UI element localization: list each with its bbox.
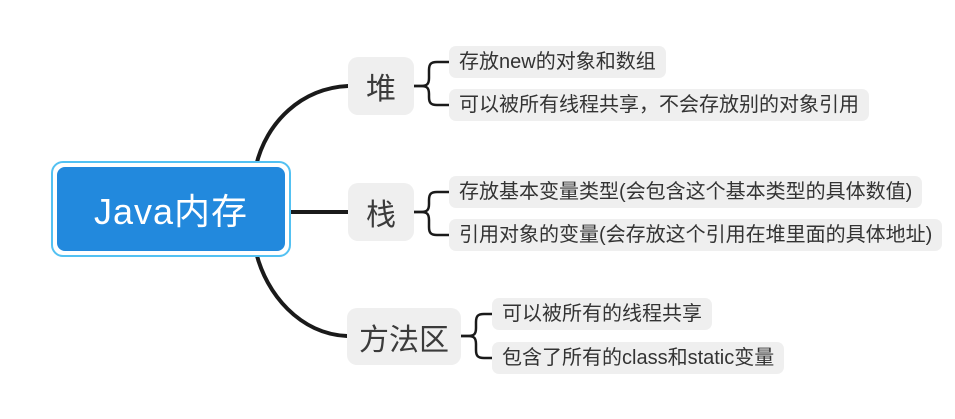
leaf-topic-method-area-2[interactable]: 包含了所有的class和static变量 — [492, 342, 785, 374]
leaf-topic-stack-2[interactable]: 引用对象的变量(会存放这个引用在堆里面的具体地址) — [449, 219, 943, 251]
connector-stack-leaf2 — [412, 210, 451, 237]
root-topic[interactable]: Java内存 — [57, 167, 285, 251]
branch-topic-method-area[interactable]: 方法区 — [347, 308, 461, 365]
leaf-topic-heap-2[interactable]: 可以被所有线程共享，不会存放别的对象引用 — [449, 89, 869, 121]
connector-heap-leaf1 — [412, 60, 451, 88]
connector-method-leaf2 — [459, 334, 494, 360]
connector-heap-leaf2 — [412, 84, 451, 107]
branch-topic-stack[interactable]: 栈 — [348, 183, 414, 241]
branch-topic-heap[interactable]: 堆 — [348, 57, 414, 115]
leaf-topic-stack-1[interactable]: 存放基本变量类型(会包含这个基本类型的具体数值) — [449, 176, 923, 208]
connector-root-method — [254, 250, 349, 338]
connector-stack-leaf1 — [412, 190, 451, 214]
leaf-topic-method-area-1[interactable]: 可以被所有的线程共享 — [492, 298, 712, 330]
leaf-topic-heap-1[interactable]: 存放new的对象和数组 — [449, 46, 666, 78]
root-topic-selection: Java内存 — [51, 161, 291, 257]
connector-root-heap — [254, 84, 350, 168]
connector-method-leaf1 — [459, 312, 494, 338]
